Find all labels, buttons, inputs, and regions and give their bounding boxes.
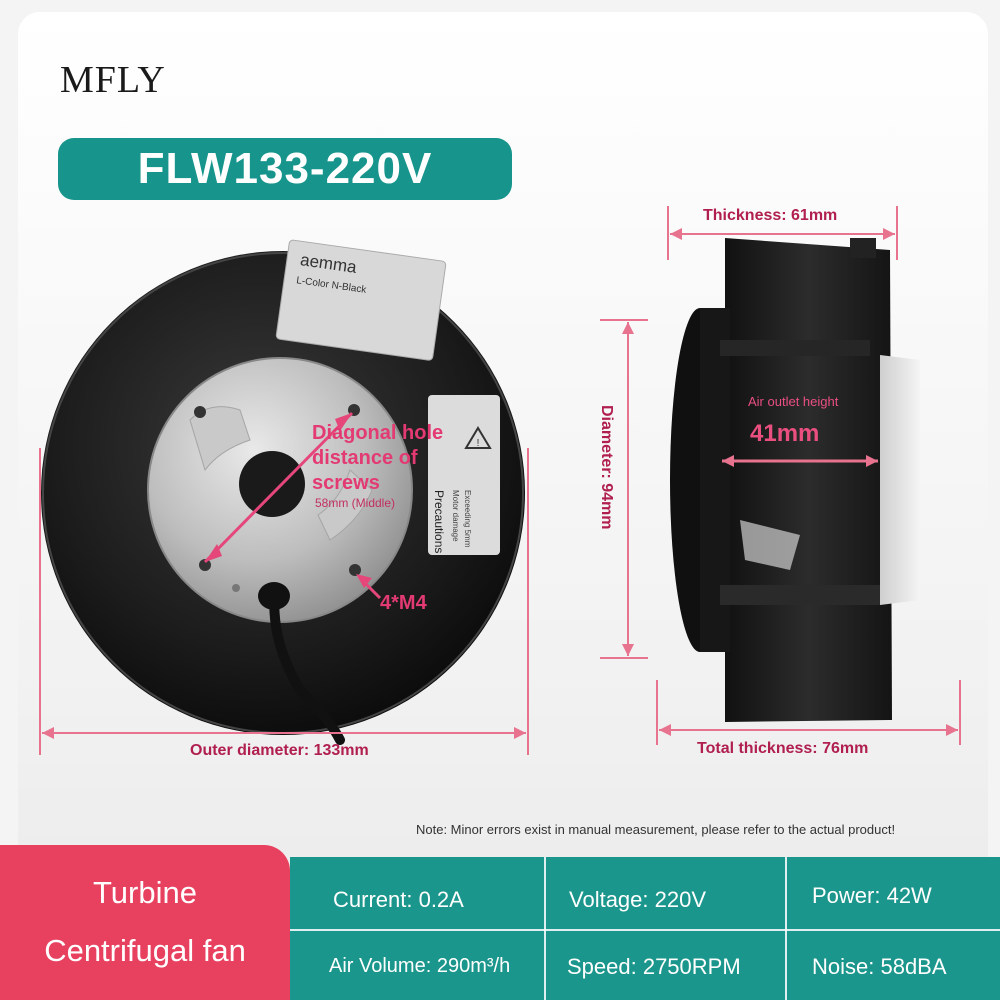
side-fan-body xyxy=(670,238,920,722)
hole-label-line3: screws xyxy=(312,472,380,494)
spec-band: Turbine Centrifugal fan Current: 0.2A Vo… xyxy=(0,845,1000,1000)
total-thickness-dimension xyxy=(656,680,961,745)
air-outlet-dimension xyxy=(722,455,878,467)
model-title: FLW133-220V xyxy=(58,138,512,200)
spec-air-volume: Air Volume: 290m³/h xyxy=(329,955,511,977)
spec-noise: Noise: 58dBA xyxy=(812,954,947,979)
spec-grid: Current: 0.2A Voltage: 220V Power: 42W A… xyxy=(290,857,1000,1000)
product-type-line1: Turbine xyxy=(93,875,197,910)
outer-diameter-dimension xyxy=(39,448,529,755)
spec-divider xyxy=(785,857,787,1000)
air-outlet-value: 41mm xyxy=(750,420,820,447)
warning-sub-2: Motor damage xyxy=(451,490,460,542)
screw-spec: 4*M4 xyxy=(380,592,427,614)
product-type-line2: Centrifugal fan xyxy=(44,933,246,968)
spec-divider xyxy=(544,857,546,1000)
outer-diameter-label: Outer diameter: 133mm xyxy=(190,742,369,759)
svg-text:!: ! xyxy=(477,438,480,449)
warning-sub-1: Exceeding 5mm xyxy=(463,490,472,548)
diameter-dimension xyxy=(600,319,648,659)
power-cable xyxy=(258,582,345,745)
total-thickness-label: Total thickness: 76mm xyxy=(697,740,869,757)
measurement-note: Note: Minor errors exist in manual measu… xyxy=(416,822,896,837)
brand-name: MFLY xyxy=(60,59,166,101)
spec-divider xyxy=(290,929,1000,931)
air-outlet-label: Air outlet height xyxy=(748,394,839,409)
hole-diagonal-line xyxy=(203,411,354,564)
hole-label-line1: Diagonal hole xyxy=(312,422,444,444)
spec-speed: Speed: 2750RPM xyxy=(567,954,741,979)
thickness-label: Thickness: 61mm xyxy=(703,207,838,224)
spec-current: Current: 0.2A xyxy=(333,887,464,912)
product-sticker xyxy=(275,239,447,361)
hole-distance: 58mm (Middle) xyxy=(315,496,396,510)
hole-label-line2: distance of xyxy=(312,447,418,469)
warning-sticker: ! xyxy=(428,395,500,555)
spec-voltage: Voltage: 220V xyxy=(569,887,707,912)
spec-power: Power: 42W xyxy=(812,883,932,908)
warning-title: Precautions xyxy=(432,490,446,554)
diameter-label: Diameter: 94mm xyxy=(598,405,615,530)
product-type-panel: Turbine Centrifugal fan xyxy=(0,845,290,1000)
thickness-dimension xyxy=(667,206,898,260)
